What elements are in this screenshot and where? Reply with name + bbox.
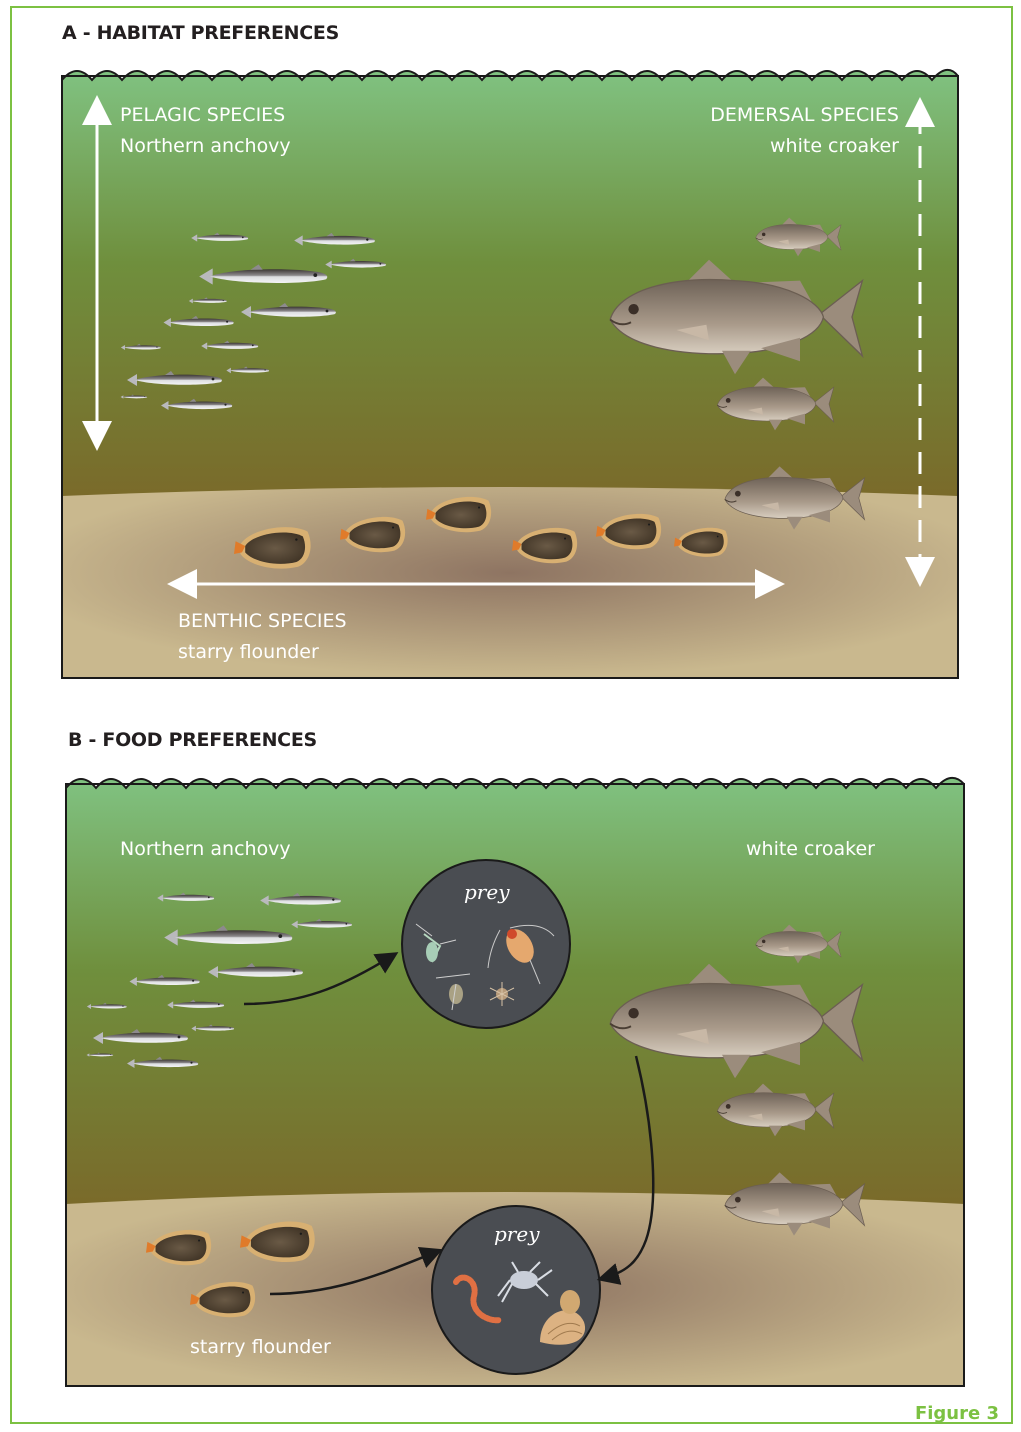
prey-label-top: prey <box>464 880 510 904</box>
anchovy-label-b: Northern anchovy <box>120 838 291 860</box>
prey-label-bottom: prey <box>494 1222 540 1246</box>
figure-label: Figure 3 <box>915 1403 999 1424</box>
croaker-label-b: white croaker <box>746 838 875 860</box>
flounder-label-b: starry flounder <box>190 1336 331 1358</box>
